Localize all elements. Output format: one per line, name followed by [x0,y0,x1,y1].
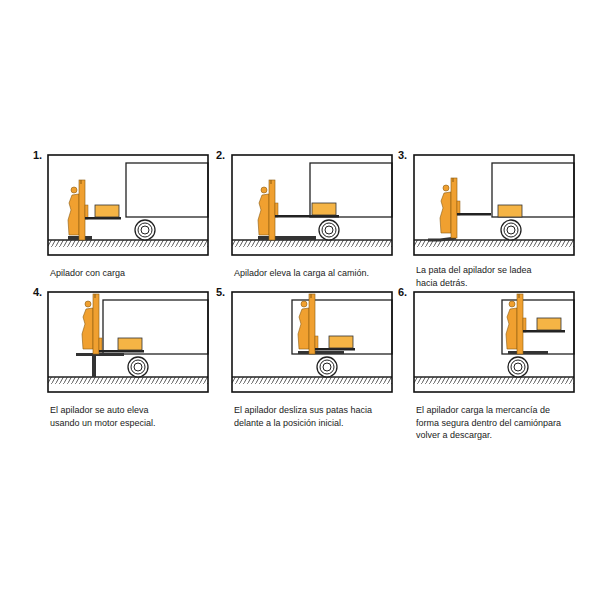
load-box [95,205,119,217]
load-box [312,203,336,215]
fork-carriage [275,203,278,217]
step-caption: Apilador eleva la carga al camión. [234,267,404,280]
panel-ground [414,155,574,255]
truck-body [126,163,208,217]
step-caption: El apilador desliza sus patas hacia dela… [234,404,394,429]
step-caption: Apilador con carga [50,267,210,280]
stacker [506,294,523,354]
truck-wheel [128,357,148,377]
step-number: 5. [216,286,225,298]
fork-carriage [99,338,102,352]
panel-2-illustration [232,155,392,255]
truck-wheel [319,220,339,240]
truck-wheel [317,357,337,377]
stacker [68,180,85,240]
step-number: 1. [33,149,42,161]
step-caption: El apilador carga la mercancía de forma … [416,404,566,442]
floor-hatching [232,377,392,384]
fork-carriage [85,205,88,219]
panel-frame [232,292,392,392]
truck-body [310,163,392,217]
panel-ground [48,155,208,255]
truck-body [492,163,574,217]
step-number: 4. [33,286,42,298]
stacker [440,178,457,238]
step-number: 2. [216,149,225,161]
stacker-leg-tilted [428,238,456,240]
panel-frame [48,155,208,255]
panel-4-illustration [48,292,208,392]
stacker-legs [258,236,316,240]
load-box [329,336,353,348]
truck-wheel [501,220,521,240]
step-caption: La pata del apilador se ladea hacia detr… [416,264,534,289]
load-box [498,205,522,217]
forks [457,213,491,216]
fork-carriage [523,318,526,332]
panel-1-illustration [48,155,208,255]
fork-carriage [457,201,460,215]
load-box [537,318,561,330]
truck-wheel [135,220,155,240]
panel-6-illustration [414,292,574,392]
stacker-legs [508,351,548,354]
lift-support [92,356,96,377]
step-caption: El apilador se auto eleva usando un moto… [50,404,180,429]
stacker [298,294,315,354]
panel-5-illustration [232,292,392,392]
panel-frame [414,292,574,392]
fork-carriage [315,336,318,350]
floor-hatching [48,377,208,384]
stacker-legs [76,353,124,356]
panel-ground [48,292,208,392]
panel-ground [232,155,392,255]
step-number: 3. [398,149,407,161]
panel-ground [414,292,574,392]
stacker [258,180,275,240]
stacker [82,294,99,354]
truck-body [103,300,208,354]
load-box [118,338,142,350]
floor-hatching [232,240,392,247]
panel-frame [48,292,208,392]
panel-3-illustration [414,155,574,255]
step-number: 6. [398,286,407,298]
floor-hatching [414,377,574,384]
panel-frame [232,155,392,255]
stacker-legs [298,351,344,354]
floor-hatching [48,240,208,247]
panel-ground [232,292,392,392]
panel-frame [414,155,574,255]
truck-wheel [508,357,528,377]
